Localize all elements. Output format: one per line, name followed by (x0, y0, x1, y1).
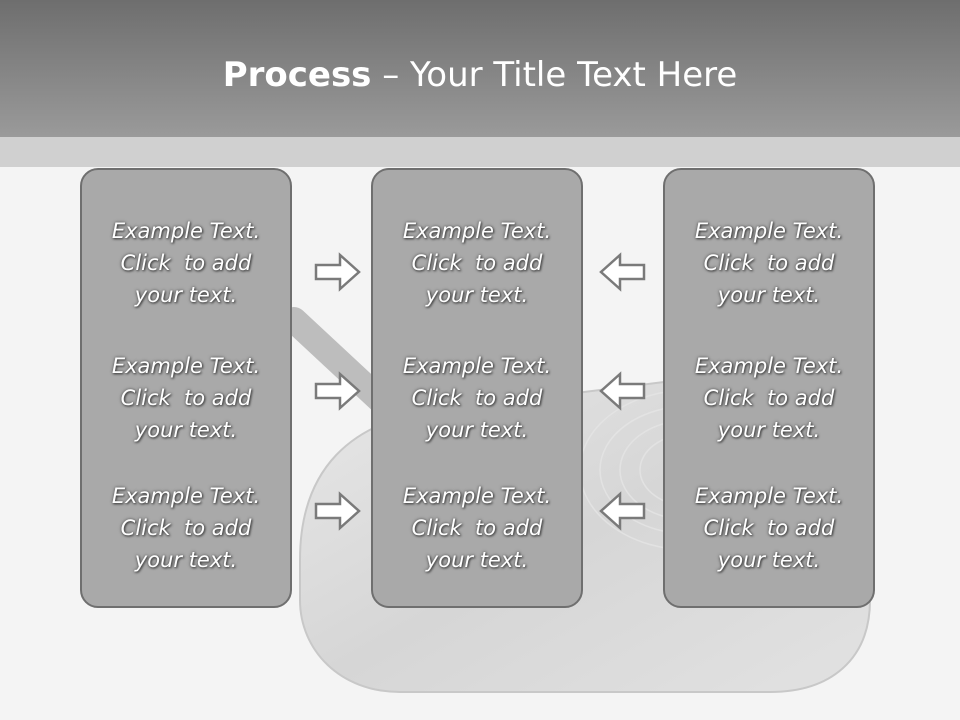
column-center-item-2[interactable]: Example Text. Click to add your text. (373, 350, 581, 446)
item-line: Click to add (411, 386, 543, 410)
item-line: Example Text. (111, 219, 261, 243)
item-line: your text. (425, 418, 529, 442)
item-line: Click to add (703, 386, 835, 410)
item-line: your text. (425, 548, 529, 572)
process-column-left[interactable]: Example Text. Click to add your text. Ex… (80, 168, 292, 608)
process-column-right[interactable]: Example Text. Click to add your text. Ex… (663, 168, 875, 608)
column-right-item-3[interactable]: Example Text. Click to add your text. (665, 480, 873, 576)
arrow-left-icon (599, 371, 646, 411)
title-underline-strip (0, 137, 960, 167)
title-rest-part: – Your Title Text Here (371, 55, 738, 95)
item-line: your text. (134, 283, 238, 307)
arrow-right-icon (314, 371, 361, 411)
item-line: Example Text. (694, 354, 844, 378)
item-line: Click to add (703, 516, 835, 540)
item-line: your text. (717, 418, 821, 442)
arrow-right-icon (314, 491, 361, 531)
item-line: Click to add (703, 251, 835, 275)
item-line: Example Text. (111, 354, 261, 378)
arrow-right-icon (314, 252, 361, 292)
item-line: your text. (717, 548, 821, 572)
slide-title[interactable]: Process – Your Title Text Here (0, 52, 960, 98)
column-right-item-2[interactable]: Example Text. Click to add your text. (665, 350, 873, 446)
title-bar (0, 0, 960, 137)
item-line: Click to add (120, 386, 252, 410)
item-line: Click to add (120, 251, 252, 275)
process-column-center[interactable]: Example Text. Click to add your text. Ex… (371, 168, 583, 608)
column-right-item-1[interactable]: Example Text. Click to add your text. (665, 215, 873, 311)
item-line: Click to add (411, 251, 543, 275)
item-line: Click to add (120, 516, 252, 540)
item-line: Click to add (411, 516, 543, 540)
column-left-item-2[interactable]: Example Text. Click to add your text. (82, 350, 290, 446)
column-left-item-1[interactable]: Example Text. Click to add your text. (82, 215, 290, 311)
item-line: Example Text. (402, 219, 552, 243)
column-center-item-1[interactable]: Example Text. Click to add your text. (373, 215, 581, 311)
item-line: Example Text. (402, 484, 552, 508)
item-line: your text. (717, 283, 821, 307)
item-line: Example Text. (694, 219, 844, 243)
arrow-left-icon (599, 252, 646, 292)
arrow-left-icon (599, 491, 646, 531)
item-line: your text. (134, 418, 238, 442)
item-line: your text. (134, 548, 238, 572)
item-line: Example Text. (111, 484, 261, 508)
item-line: Example Text. (402, 354, 552, 378)
title-bold-part: Process (222, 55, 372, 95)
column-left-item-3[interactable]: Example Text. Click to add your text. (82, 480, 290, 576)
item-line: your text. (425, 283, 529, 307)
item-line: Example Text. (694, 484, 844, 508)
column-center-item-3[interactable]: Example Text. Click to add your text. (373, 480, 581, 576)
